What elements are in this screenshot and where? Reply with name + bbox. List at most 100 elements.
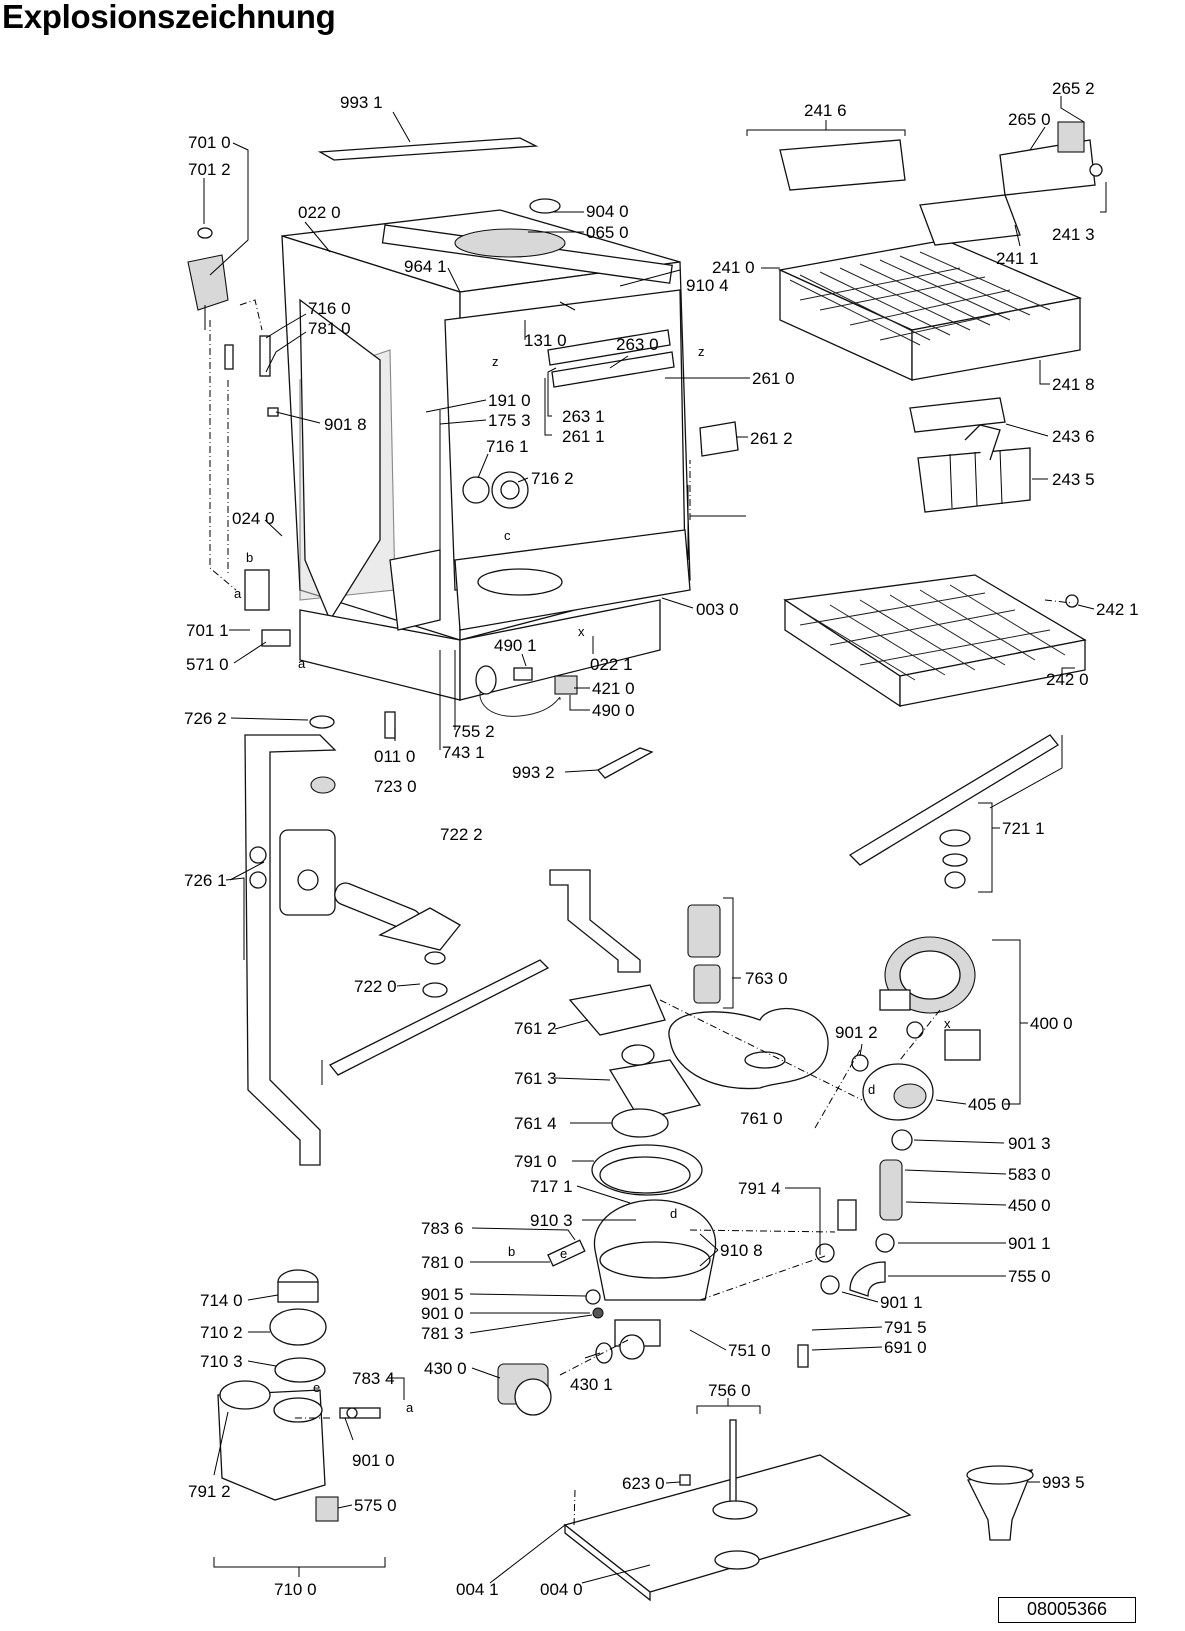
part-label: 910 8 (720, 1241, 763, 1260)
part-label: 265 2 (1052, 79, 1095, 98)
part-label: 716 1 (486, 437, 529, 456)
part-label: 901 2 (835, 1023, 878, 1042)
part-drawings (187, 121, 1103, 1602)
part-label: 004 0 (540, 1580, 583, 1599)
point-letter: e (313, 1380, 320, 1395)
drain-pump (497, 1363, 552, 1416)
part-label: 583 0 (1008, 1165, 1051, 1184)
point-letter: b (246, 550, 253, 565)
feed-pipe (244, 715, 337, 1166)
valve-assembly (187, 227, 291, 647)
part-label: 265 0 (1008, 110, 1051, 129)
part-label: 993 1 (340, 93, 383, 112)
circulation-pump (797, 936, 981, 1368)
part-label: 904 0 (586, 202, 629, 221)
part-label: 901 8 (324, 415, 367, 434)
part-label: 721 1 (1002, 819, 1045, 838)
part-label: 450 0 (1008, 1196, 1051, 1215)
part-label: 993 5 (1042, 1473, 1085, 1492)
part-label: 763 0 (745, 969, 788, 988)
part-label: 004 1 (456, 1580, 499, 1599)
part-label: 910 4 (686, 276, 729, 295)
part-label: 901 0 (352, 1451, 395, 1470)
part-label: 241 6 (804, 101, 847, 120)
part-label: 901 3 (1008, 1134, 1051, 1153)
part-label: 791 2 (188, 1482, 231, 1501)
part-label: 490 0 (592, 701, 635, 720)
part-labels: 993 1 701 0 701 2 022 0 904 0 065 0 964 … (184, 79, 1139, 1599)
upper-spray-arm (328, 882, 550, 1076)
cable-assembly (384, 665, 578, 739)
part-label: 263 1 (562, 407, 605, 426)
part-label: 490 1 (494, 636, 537, 655)
part-label: 781 0 (308, 319, 351, 338)
part-label: 964 1 (404, 257, 447, 276)
part-label: 716 0 (308, 299, 351, 318)
part-label: 791 0 (514, 1152, 557, 1171)
point-letters: b a a z z c x x d e b d e a (234, 344, 951, 1415)
part-label: 783 6 (421, 1219, 464, 1238)
lower-basket (783, 574, 1087, 708)
part-label: 781 0 (421, 1253, 464, 1272)
part-label: 751 0 (728, 1341, 771, 1360)
part-label: 781 3 (421, 1324, 464, 1343)
supply-pipe (549, 869, 829, 1138)
lower-spray-arm (848, 734, 1059, 889)
part-label: 263 0 (616, 335, 659, 354)
point-letter: x (578, 624, 585, 639)
part-label: 761 4 (514, 1114, 557, 1133)
part-label: 716 2 (531, 469, 574, 488)
part-label: 400 0 (1030, 1014, 1073, 1033)
part-label: 755 2 (452, 722, 495, 741)
part-label: 717 1 (530, 1177, 573, 1196)
part-label: 430 1 (570, 1375, 613, 1394)
part-label: 791 4 (738, 1179, 781, 1198)
part-label: 722 0 (354, 977, 397, 996)
part-label: 761 2 (514, 1019, 557, 1038)
point-letter: a (298, 656, 306, 671)
part-label: 430 0 (424, 1359, 467, 1378)
part-label: 003 0 (696, 600, 739, 619)
part-label: 714 0 (200, 1291, 243, 1310)
part-label: 405 0 (968, 1095, 1011, 1114)
point-letter: b (508, 1244, 515, 1259)
part-label: 710 3 (200, 1352, 243, 1371)
part-label: 701 1 (186, 621, 229, 640)
part-label: 131 0 (524, 331, 567, 350)
part-label: 701 0 (188, 133, 231, 152)
part-label: 022 0 (298, 203, 341, 222)
part-label: 723 0 (374, 777, 417, 796)
point-letter: z (492, 354, 499, 369)
part-label: 761 0 (740, 1109, 783, 1128)
part-label: 241 8 (1052, 375, 1095, 394)
part-label: 242 0 (1046, 670, 1089, 689)
water-softener (217, 1269, 381, 1522)
page-title: Explosionszeichnung (2, 0, 336, 35)
part-label: 755 0 (1008, 1267, 1051, 1286)
part-label: 261 0 (752, 369, 795, 388)
part-label: 242 1 (1096, 600, 1139, 619)
part-label: 901 0 (421, 1304, 464, 1323)
part-label: 261 1 (562, 427, 605, 446)
part-label: 756 0 (708, 1381, 751, 1400)
part-label: 241 0 (712, 258, 755, 277)
part-label: 243 6 (1052, 427, 1095, 446)
leader-lines (203, 96, 1107, 1584)
point-letter: x (944, 1016, 951, 1031)
part-label: 243 5 (1052, 470, 1095, 489)
part-label: 691 0 (884, 1338, 927, 1357)
part-label: 571 0 (186, 655, 229, 674)
part-label: 993 2 (512, 763, 555, 782)
part-label: 761 3 (514, 1069, 557, 1088)
upper-basket (777, 121, 1103, 382)
part-label: 623 0 (622, 1474, 665, 1493)
part-label: 261 2 (750, 429, 793, 448)
sump (547, 1144, 717, 1364)
part-label: 901 5 (421, 1285, 464, 1304)
part-label: 791 5 (884, 1318, 927, 1337)
part-label: 024 0 (232, 509, 275, 528)
point-letter: c (504, 528, 511, 543)
part-label: 726 2 (184, 709, 227, 728)
point-letter: a (234, 586, 242, 601)
